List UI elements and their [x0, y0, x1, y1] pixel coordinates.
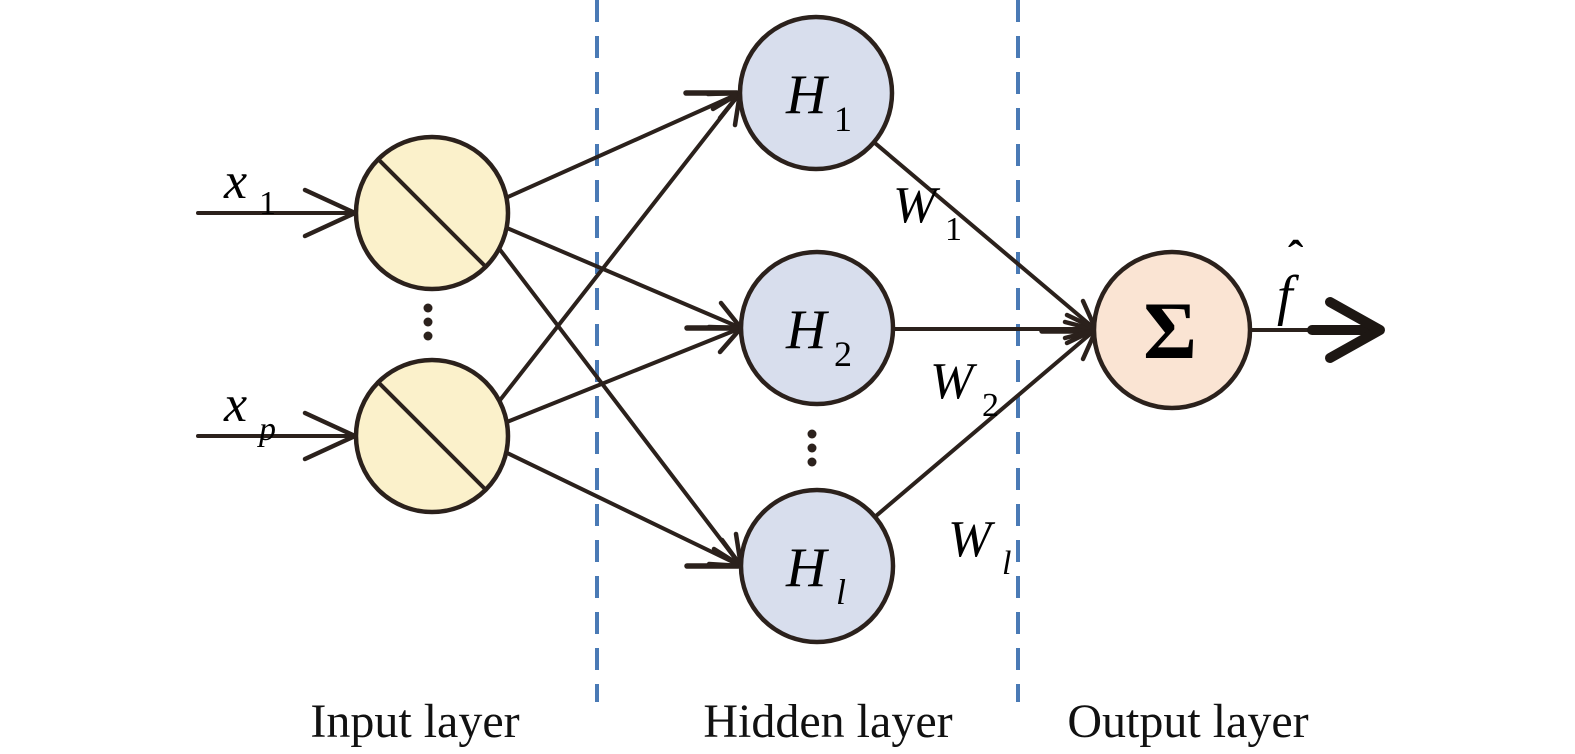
edge-xp-hl [470, 434, 743, 568]
label-x1-sub: 1 [259, 185, 276, 222]
layer-captions: Input layer Hidden layer Output layer [310, 695, 1308, 748]
label-w1-base: W [893, 177, 941, 234]
vertical-ellipsis-hidden [807, 429, 817, 467]
label-wl-sub: l [1002, 545, 1011, 582]
hidden-node-h1 [737, 14, 895, 172]
output-arrowhead-icon [1325, 297, 1385, 363]
edge-x1-h1 [470, 91, 742, 215]
label-f-hat-accent: ˆ [1288, 231, 1303, 282]
edge-x1-h2 [470, 211, 743, 330]
caption-hidden-layer: Hidden layer [703, 695, 952, 748]
edges-input-to-hidden [470, 91, 743, 568]
edge-h1-sigma [848, 120, 1097, 331]
label-h2-sub: 2 [834, 334, 852, 374]
output-arrow [1249, 297, 1385, 363]
label-h2-base: H [785, 299, 829, 361]
label-xp-sub: p [257, 411, 276, 448]
weight-labels: W 1 W 2 W l [893, 177, 1011, 582]
label-w2-base: W [930, 353, 978, 410]
ellipsis-dot [807, 443, 817, 453]
nodes [353, 14, 1253, 645]
ellipsis-dot [423, 331, 433, 341]
layer-dividers [595, 0, 1020, 702]
edge-x1-hl [470, 211, 743, 568]
label-wl-base: W [948, 511, 996, 568]
label-h1-sub: 1 [834, 99, 852, 139]
ellipsis-dot [423, 303, 433, 313]
caption-output-layer: Output layer [1067, 695, 1308, 748]
label-x1-base: x [223, 153, 247, 210]
label-sigma: Σ [1143, 285, 1197, 376]
edge-xp-h1 [470, 91, 742, 438]
edge-hl-sigma [848, 328, 1097, 540]
hidden-node-hl [738, 487, 896, 645]
label-hl-sub: l [836, 572, 846, 612]
label-w1-sub: 1 [945, 211, 962, 248]
vertical-ellipsis-input [423, 303, 433, 341]
hidden-node-arrowheads [683, 90, 744, 569]
caption-input-layer: Input layer [310, 695, 519, 748]
ellipsis-dot [423, 317, 433, 327]
input-node-x1-slash-icon [377, 158, 487, 268]
ellipsis-dot [807, 429, 817, 439]
input-node-xp-slash-icon [377, 381, 487, 491]
label-xp-base: x [223, 376, 247, 433]
label-h1-base: H [785, 64, 829, 126]
label-w2-sub: 2 [982, 387, 999, 424]
edge-xp-h2 [470, 326, 743, 438]
input-arrows [196, 187, 358, 462]
hidden-node-h2 [738, 249, 896, 407]
ellipsis-dot [807, 457, 817, 467]
label-hl-base: H [785, 537, 829, 599]
